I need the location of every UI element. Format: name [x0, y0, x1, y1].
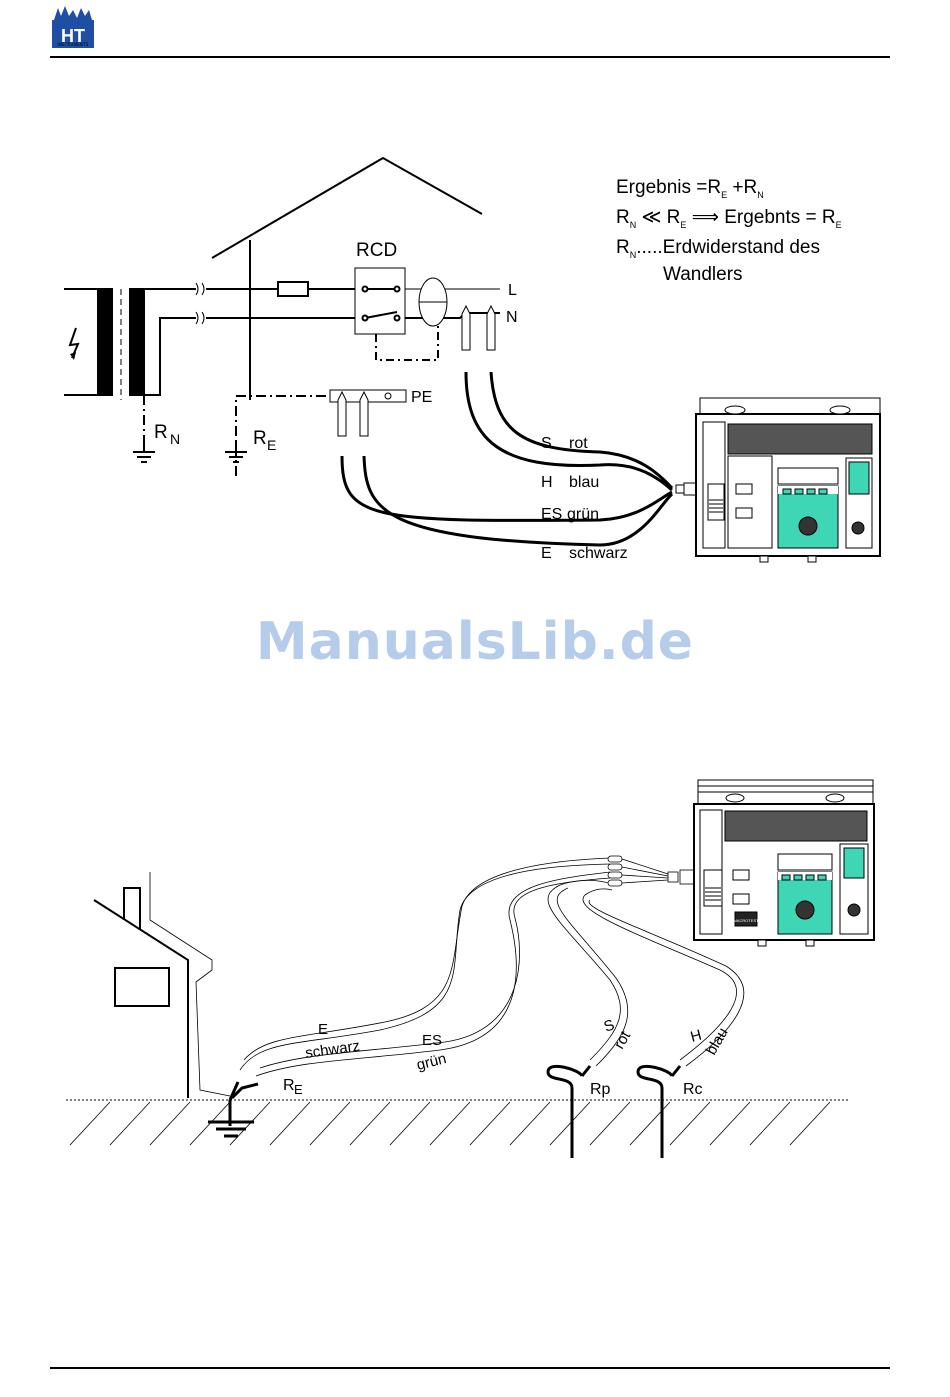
d2-es-color: grün — [415, 1050, 448, 1074]
ground-hatch — [70, 1102, 830, 1145]
cable-s-color: rot — [569, 435, 588, 452]
diagram-earth-test: E schwarz ES grün S rot H blau R E Rp Rc… — [0, 760, 950, 1180]
instrument-2: MACROTEST — [694, 780, 874, 946]
cable-es-code: ES — [541, 506, 562, 523]
cable-e-code: E — [541, 545, 552, 562]
instrument-1 — [696, 398, 880, 562]
instrument-tag: MACROTEST — [733, 918, 759, 923]
d2-h-color: blau — [703, 1025, 732, 1058]
d2-s-code: S — [602, 1016, 617, 1035]
rc-label: Rc — [683, 1081, 703, 1098]
line-l-label: L — [508, 282, 517, 299]
rcd-label: RCD — [356, 240, 397, 261]
footer-rule — [50, 1367, 890, 1369]
earth-electrode — [208, 1082, 258, 1136]
line-n-label: N — [506, 309, 518, 326]
watermark: ManualsLib.de — [0, 612, 950, 672]
d2-h-code: H — [689, 1027, 704, 1046]
rn-label: R — [154, 422, 168, 443]
d2-re-sub: E — [294, 1082, 303, 1097]
pe-label: PE — [411, 389, 432, 406]
rn-label-sub: N — [170, 431, 180, 447]
cable-es-color: grün — [567, 506, 599, 523]
rp-label: Rp — [590, 1081, 611, 1098]
re-label: R — [253, 428, 267, 449]
cable-h-color: blau — [569, 474, 599, 491]
d2-es-code: ES — [422, 1032, 442, 1049]
diagram-rcd-circuit: S rot H blau ES grün E schwarz RCD L N P… — [0, 0, 950, 600]
cable-h-code: H — [541, 474, 553, 491]
d2-re-label: R — [283, 1077, 295, 1094]
connector-plugs — [608, 856, 694, 886]
d2-e-color: schwarz — [304, 1037, 361, 1061]
re-label-sub: E — [267, 437, 276, 453]
cable-e-color: schwarz — [569, 545, 628, 562]
house — [94, 872, 230, 1098]
d2-e-code: E — [318, 1021, 328, 1038]
cable-s-code: S — [541, 435, 552, 452]
